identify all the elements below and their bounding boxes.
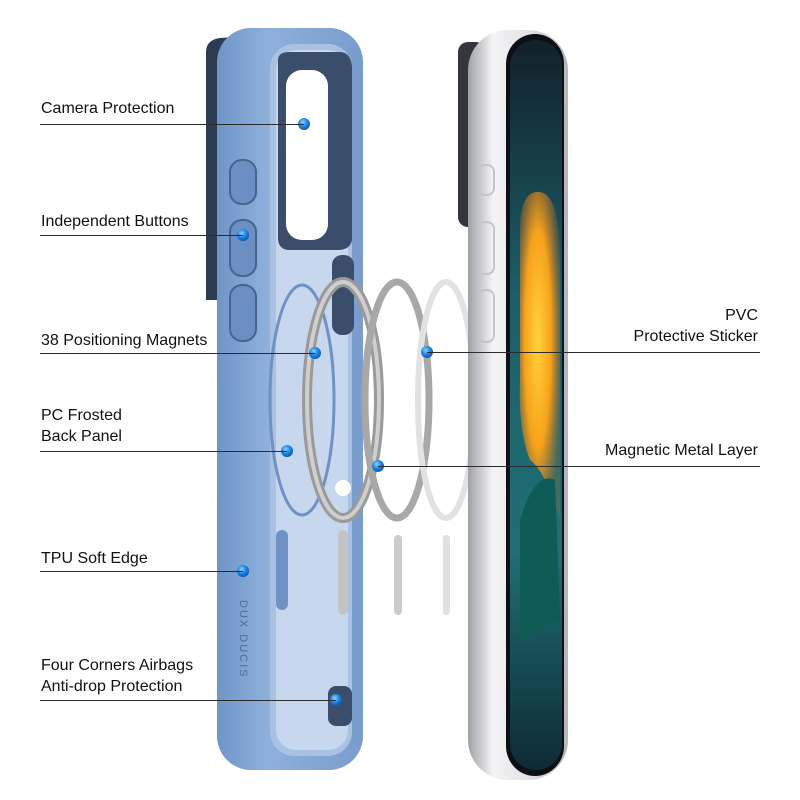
phone-case: DUX DUCIS <box>206 28 363 770</box>
callout-text: Camera Protection <box>41 100 175 117</box>
marker-back-panel <box>281 445 293 457</box>
callout-corner-airbags: Four Corners Airbags Anti-drop Protectio… <box>41 655 193 697</box>
callout-back-panel: PC Frosted Back Panel <box>41 405 122 447</box>
marker-camera-protection <box>298 118 310 130</box>
callout-camera-protection: Camera Protection <box>41 98 174 119</box>
callout-soft-edge: TPU Soft Edge <box>41 548 148 569</box>
marker-corner-airbags <box>330 694 342 706</box>
leader-independent-buttons <box>40 235 243 236</box>
callout-text: TPU Soft Edge <box>41 550 148 567</box>
magnet-ring-stack <box>302 277 477 615</box>
marker-independent-buttons <box>237 229 249 241</box>
leader-soft-edge <box>40 571 243 572</box>
smartphone <box>458 30 568 780</box>
callout-text: Magnetic Metal Layer <box>605 442 758 459</box>
callout-text: PC Frosted <box>41 407 122 424</box>
marker-soft-edge <box>237 565 249 577</box>
leader-corner-airbags <box>40 700 336 701</box>
callout-text: Protective Sticker <box>633 328 758 345</box>
callout-protective-sticker: PVC Protective Sticker <box>634 305 758 347</box>
leader-positioning-magnets <box>40 353 315 354</box>
callout-positioning-magnets: 38 Positioning Magnets <box>41 330 207 351</box>
marker-positioning-magnets <box>309 347 321 359</box>
case-logo: DUX DUCIS <box>237 600 249 679</box>
callout-text: Independent Buttons <box>41 213 189 230</box>
leader-metal-layer <box>378 466 760 467</box>
callout-text: Anti-drop Protection <box>41 678 183 695</box>
callout-text: Four Corners Airbags <box>41 657 194 674</box>
callout-text: 38 Positioning Magnets <box>41 332 208 349</box>
callout-independent-buttons: Independent Buttons <box>41 211 189 232</box>
callout-metal-layer: Magnetic Metal Layer <box>605 440 758 461</box>
leader-back-panel <box>40 451 287 452</box>
leader-protective-sticker <box>427 352 760 353</box>
callout-text: Back Panel <box>41 428 122 445</box>
leader-camera-protection <box>40 124 304 125</box>
callout-text: PVC <box>725 307 758 324</box>
